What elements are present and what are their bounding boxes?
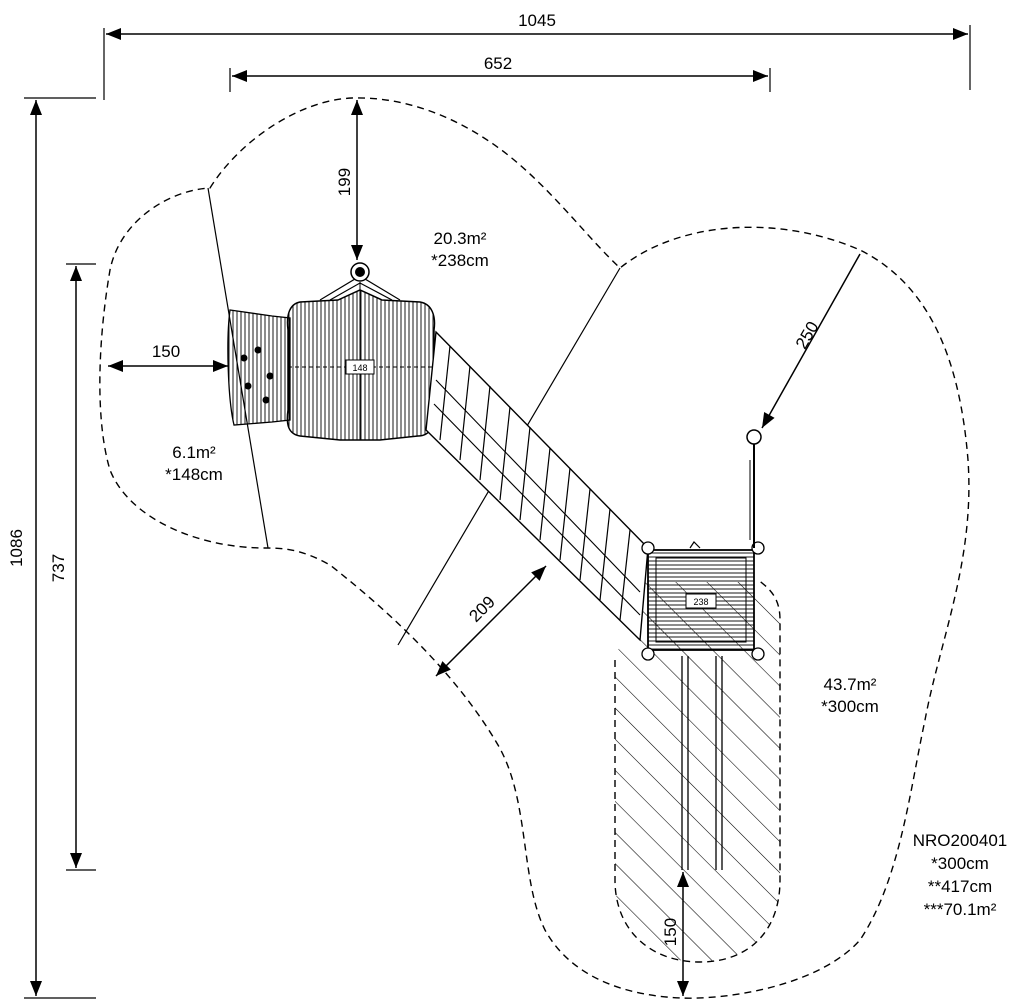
dim-total-height: 1086 bbox=[7, 529, 26, 567]
product-total-area: ***70.1m² bbox=[924, 900, 997, 919]
dim-total-width: 1045 bbox=[518, 11, 556, 30]
dim-bottom-clearance: 150 bbox=[661, 918, 680, 946]
high-platform: 238 bbox=[641, 541, 765, 661]
dim-top-clearance: 199 bbox=[335, 168, 354, 196]
dim-left-clearance: 150 bbox=[152, 342, 180, 361]
dim-right-radius: 250 bbox=[792, 318, 823, 352]
product-code: NRO200401 bbox=[913, 831, 1008, 850]
zone-top-area: 20.3m² bbox=[434, 229, 487, 248]
zone-left-height: *148cm bbox=[165, 465, 223, 484]
dim-right-radius-line bbox=[761, 253, 861, 429]
climbing-wall bbox=[227, 309, 291, 426]
zone-right-area: 43.7m² bbox=[824, 675, 877, 694]
dim-inner-width: 652 bbox=[484, 54, 512, 73]
slide bbox=[681, 656, 723, 870]
high-platform-label: 238 bbox=[693, 597, 708, 607]
top-post bbox=[319, 262, 401, 301]
zone-left-area: 6.1m² bbox=[172, 443, 216, 462]
slide-landing-zone-outline bbox=[614, 579, 781, 963]
low-platform-label: 148 bbox=[352, 363, 367, 373]
zone-top-height: *238cm bbox=[431, 251, 489, 270]
dim-diagonal-clearance-line bbox=[435, 565, 547, 677]
safety-zone-outline bbox=[99, 97, 970, 999]
product-free-space-height: **417cm bbox=[928, 877, 992, 896]
product-height: *300cm bbox=[931, 854, 989, 873]
dim-diagonal-clearance: 209 bbox=[465, 592, 498, 625]
net-bridge bbox=[425, 330, 649, 642]
slide-landing-zone bbox=[615, 582, 780, 962]
low-platform: 148 bbox=[286, 282, 436, 441]
dim-inner-height: 737 bbox=[49, 554, 68, 582]
fire-pole bbox=[746, 429, 762, 548]
zone-right-height: *300cm bbox=[821, 697, 879, 716]
